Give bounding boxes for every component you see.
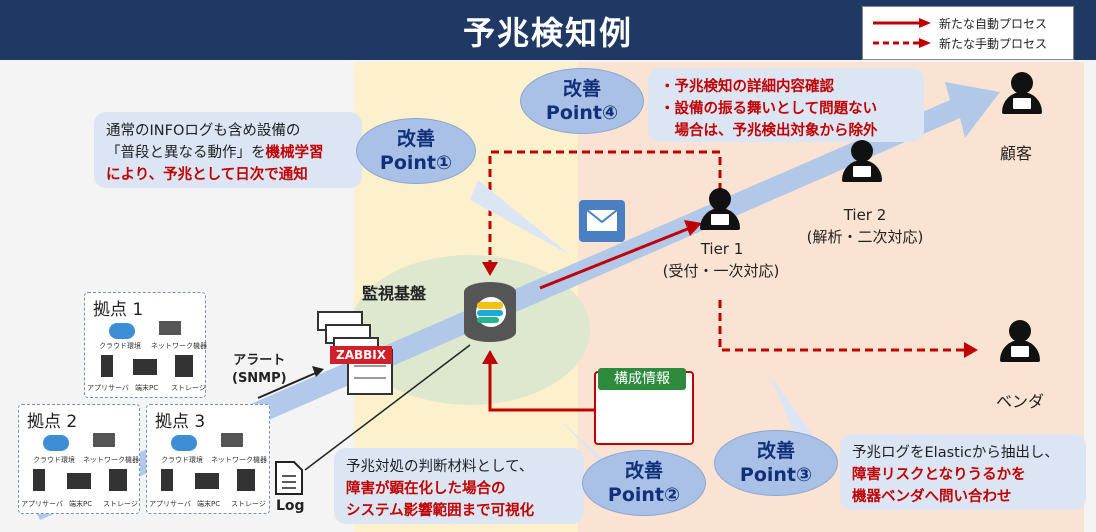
log-line	[304, 344, 471, 471]
legend-auto: 新たな自動プロセス	[863, 13, 1073, 33]
page-title: 予兆検知例	[462, 14, 633, 52]
dashed-arrow-icon	[873, 38, 931, 48]
mail-icon	[579, 200, 625, 242]
network-device-icon	[221, 433, 243, 447]
alert-arrow	[257, 371, 319, 399]
tier2-label: Tier 2 (解析・二次対応)	[806, 206, 924, 246]
cloud-icon	[109, 323, 135, 339]
zabbix-badge	[330, 346, 392, 364]
bubble4-line1: ・予兆検知の詳細内容確認	[660, 79, 834, 95]
site-3-label: 拠点 3	[155, 412, 206, 432]
bubble3-line3: 機器ベンダへ問い合わせ	[852, 489, 1012, 505]
legend-auto-label: 新たな自動プロセス	[939, 17, 1048, 31]
network-device-icon	[159, 321, 181, 335]
bubble1-line1: 通常のINFOログも含め設備の	[106, 123, 301, 139]
tier1-person-icon	[700, 188, 740, 232]
storage-icon	[237, 469, 255, 491]
alert-label-line1: アラート	[233, 353, 286, 368]
zabbix-label: ZABBIX	[336, 348, 386, 362]
kaizen-point2: 改善 Point②	[582, 450, 706, 516]
tier2-person-icon	[842, 140, 882, 184]
elastic-database-icon	[464, 282, 516, 342]
legend-manual: 新たな手動プロセス	[863, 33, 1073, 53]
kaizen-point1: 改善 Point①	[356, 118, 476, 184]
pc-icon	[133, 359, 157, 375]
config-arrow	[488, 360, 594, 412]
log-label: Log	[276, 498, 305, 514]
pc-icon	[67, 473, 91, 489]
solid-arrow-icon	[873, 18, 931, 28]
site-2-label: 拠点 2	[27, 412, 78, 432]
bubble1-line3: により、予兆として日次で通知	[106, 167, 308, 183]
cloud-icon	[171, 435, 197, 451]
kaizen-point3: 改善 Point③	[714, 430, 838, 496]
bubble2-line3: システム影響範囲まで可視化	[346, 503, 535, 519]
vendor-label: ベンダ	[996, 392, 1045, 411]
app-server-icon	[161, 469, 173, 491]
site-1-label: 拠点 1	[93, 300, 144, 320]
storage-icon	[109, 469, 127, 491]
bubble-point2: 予兆対処の判断材料として、 障害が顕在化した場合の システム影響範囲まで可視化	[334, 448, 584, 524]
vendor-dashed-line	[718, 300, 968, 352]
log-document-icon	[275, 461, 303, 495]
bubble2-line2: 障害が顕在化した場合の	[346, 481, 506, 497]
customer-label: 顧客	[1000, 144, 1033, 163]
alert-label-line2: (SNMP)	[232, 371, 287, 386]
storage-icon	[175, 355, 193, 377]
app-server-icon	[101, 355, 113, 377]
tier1-label: Tier 1 (受付・一次対応)	[662, 240, 780, 280]
bubble-point3: 予兆ログをElasticから抽出し、 障害リスクとなりうるかを 機器ベンダへ問い…	[840, 434, 1086, 510]
bubble1-line2: 「普段と異なる動作」を機械学習	[106, 145, 324, 161]
legend-manual-label: 新たな手動プロセス	[939, 37, 1048, 51]
bubble3-line2: 障害リスクとなりうるかを	[852, 467, 1026, 483]
kaizen-point4: 改善 Point④	[520, 68, 644, 134]
app-server-icon	[33, 469, 45, 491]
bubble-point1: 通常のINFOログも含め設備の 「普段と異なる動作」を機械学習 により、予兆とし…	[94, 112, 362, 188]
vendor-person-icon	[1000, 320, 1040, 364]
site-2: 拠点 2 クラウド環境 ネットワーク機器 アプリサーバ 端末PC ストレージ	[18, 404, 140, 514]
auto-notify-arrow	[539, 226, 691, 290]
platform-label: 監視基盤	[362, 284, 427, 303]
site-1: 拠点 1 クラウド環境 ネットワーク機器 アプリサーバ 端末PC ストレージ	[84, 292, 207, 398]
customer-person-icon	[1002, 72, 1042, 116]
pc-icon	[195, 473, 219, 489]
bubble3-line1: 予兆ログをElasticから抽出し、	[852, 445, 1059, 461]
bubble4-line3: 場合は、予兆検出対象から除外	[660, 123, 878, 139]
alert-label: アラート (SNMP)	[232, 352, 287, 388]
bubble-point4: ・予兆検知の詳細内容確認 ・設備の振る舞いとして問題ない 場合は、予兆検出対象か…	[648, 68, 924, 142]
cloud-icon	[43, 435, 69, 451]
site-3: 拠点 3 クラウド環境 ネットワーク機器 アプリサーバ 端末PC ストレージ	[146, 404, 270, 514]
legend: 新たな自動プロセス 新たな手動プロセス	[862, 6, 1074, 60]
config-info-label: 構成情報	[598, 368, 686, 390]
bubble4-line2: ・設備の振る舞いとして問題ない	[660, 101, 878, 117]
bubble2-line1: 予兆対処の判断材料として、	[346, 459, 534, 475]
network-device-icon	[93, 433, 115, 447]
